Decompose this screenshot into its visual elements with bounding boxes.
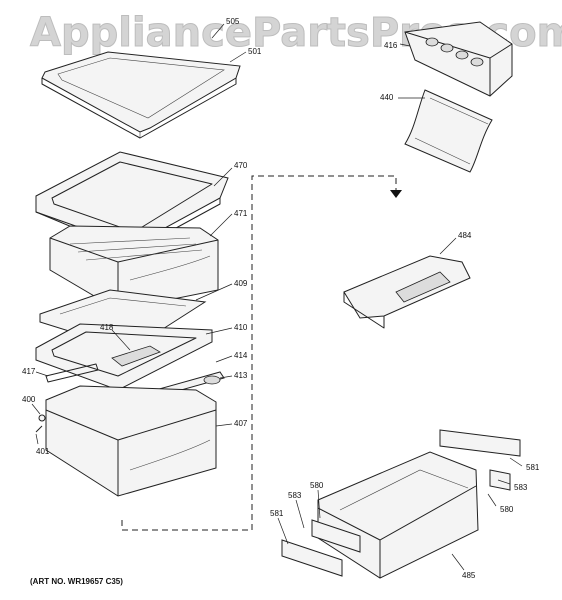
callout-505: 505 — [226, 17, 240, 26]
callout-440: 440 — [380, 93, 394, 102]
callout-400: 400 — [22, 395, 36, 404]
part-washer — [38, 414, 46, 422]
part-side-rails — [281, 429, 521, 577]
part-drawer-frame — [35, 323, 213, 391]
callout-581-left: 581 — [270, 509, 284, 518]
callout-580-right: 580 — [500, 505, 514, 514]
callout-418: 418 — [100, 323, 114, 332]
callout-409: 409 — [234, 279, 248, 288]
part-screw — [35, 425, 43, 433]
callout-471: 471 — [234, 209, 248, 218]
callout-581-right: 581 — [526, 463, 540, 472]
part-rod — [45, 363, 99, 383]
callout-401: 401 — [36, 447, 50, 456]
callout-484: 484 — [458, 231, 472, 240]
callout-485: 485 — [462, 571, 476, 580]
callout-583-left: 583 — [288, 491, 302, 500]
callout-413: 413 — [234, 371, 248, 380]
part-tray — [343, 255, 471, 329]
part-glass-insert — [39, 289, 207, 351]
callout-470: 470 — [234, 161, 248, 170]
part-dairy-bin — [404, 21, 513, 97]
leader-lines — [31, 23, 523, 571]
callout-580-left: 580 — [310, 481, 324, 490]
callout-417: 417 — [22, 367, 36, 376]
callout-410: 410 — [234, 323, 248, 332]
callout-labels: 505 501 416 440 470 471 484 409 418 410 … — [22, 17, 540, 580]
callout-407: 407 — [234, 419, 248, 428]
callout-583-right: 583 — [514, 483, 528, 492]
dashed-path — [121, 175, 397, 531]
art-number: (ART NO. WR19657 C35) — [30, 577, 123, 586]
callout-416: 416 — [384, 41, 398, 50]
part-glass-shelf — [41, 51, 241, 139]
part-freezer-basket — [317, 451, 479, 579]
part-crisper-pan — [49, 225, 219, 311]
callout-501: 501 — [248, 47, 262, 56]
part-pan-drawer — [45, 385, 217, 497]
arrow-head — [390, 190, 402, 198]
part-curved-cover — [404, 89, 493, 173]
callout-414: 414 — [234, 351, 248, 360]
